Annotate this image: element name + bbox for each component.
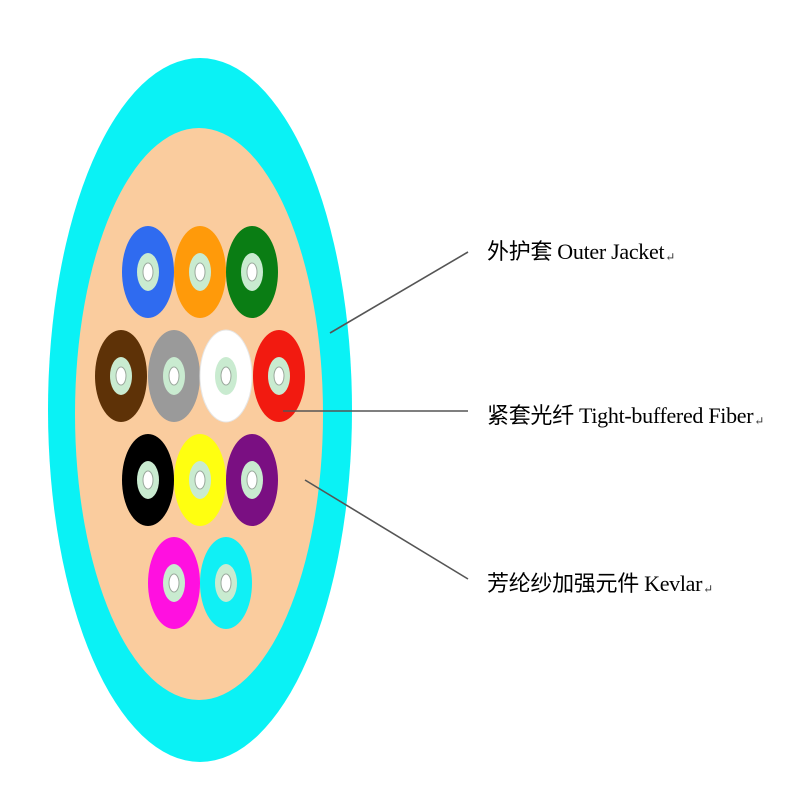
fiber-green	[226, 226, 278, 318]
fiber-brown	[95, 330, 147, 422]
fiber-blue	[122, 226, 174, 318]
outer-jacket-label-text: 外护套 Outer Jacket	[487, 239, 665, 264]
kevlar-label-text: 芳纶纱加强元件 Kevlar	[487, 571, 703, 596]
fiber-gray	[148, 330, 200, 422]
fiber-violet	[226, 434, 278, 526]
fiber-core-blue	[142, 262, 154, 282]
fiber-core-red	[273, 366, 285, 386]
fiber-core-rose	[168, 573, 180, 593]
fiber-red	[253, 330, 305, 422]
tight-buffered-fiber-label: 紧套光纤 Tight-buffered Fiber↵	[487, 398, 764, 430]
tight-buffered-fiber-label-text: 紧套光纤 Tight-buffered Fiber	[487, 403, 754, 428]
fiber-core-brown	[115, 366, 127, 386]
tight-buffered-fiber-group	[95, 226, 305, 629]
fiber-orange	[174, 226, 226, 318]
return-mark: ↵	[703, 582, 713, 596]
leader-line-kevlar	[304, 479, 469, 580]
fiber-core-yellow	[194, 470, 206, 490]
fiber-core-black	[142, 470, 154, 490]
fiber-core-violet	[246, 470, 258, 490]
kevlar-label: 芳纶纱加强元件 Kevlar↵	[487, 566, 713, 598]
leader-line-outer-jacket	[329, 251, 469, 334]
fiber-rose	[148, 537, 200, 629]
return-mark: ↵	[754, 414, 765, 428]
return-mark: ↵	[665, 250, 676, 264]
outer-jacket-label: 外护套 Outer Jacket↵	[487, 234, 675, 266]
fiber-yellow	[174, 434, 226, 526]
fiber-core-green	[246, 262, 258, 282]
fiber-core-white	[220, 366, 232, 386]
fiber-core-gray	[168, 366, 180, 386]
fiber-core-orange	[194, 262, 206, 282]
fiber-black	[122, 434, 174, 526]
fiber-aqua	[200, 537, 252, 629]
fiber-core-aqua	[220, 573, 232, 593]
fiber-white	[199, 329, 253, 423]
